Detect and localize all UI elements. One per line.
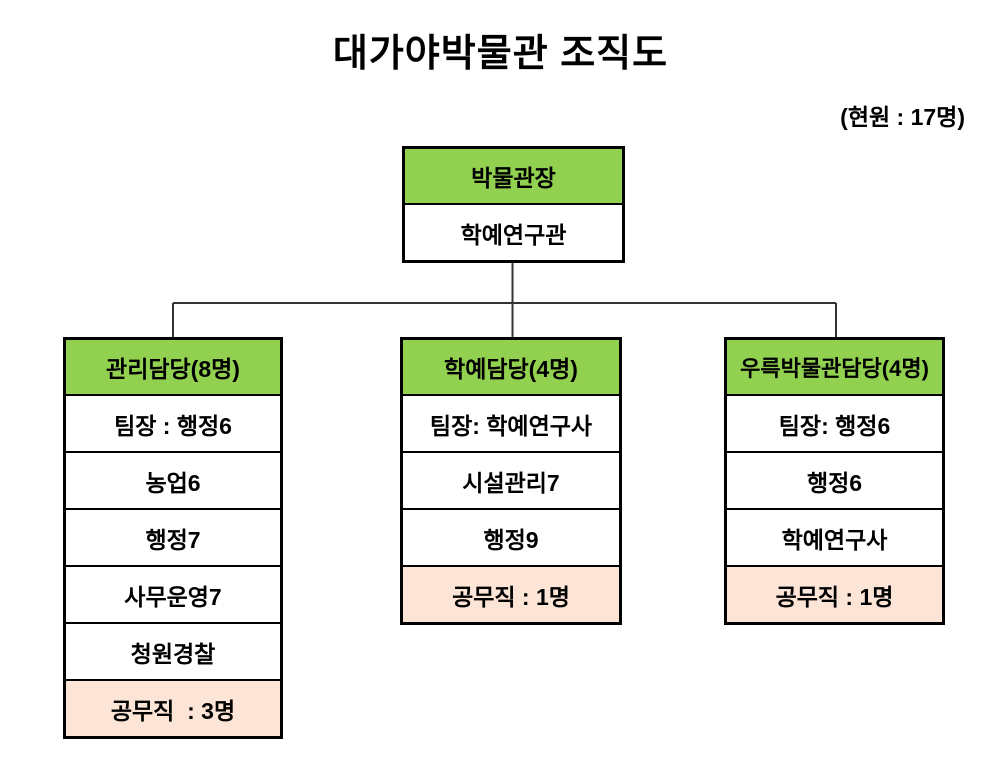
- connector-path: [172, 259, 837, 338]
- page-title: 대가야박물관 조직도: [332, 33, 669, 75]
- org-box-curation-team: 학예담당(4명) 팀장: 학예연구사 시설관리7 행정9 공무직 : 1명: [400, 337, 622, 625]
- dept-row-public-workers: 공무직 : 1명: [727, 567, 942, 622]
- dept-row-public-workers: 공무직 : 1명: [403, 567, 619, 622]
- dept-row: 행정7: [66, 510, 280, 567]
- dept-row: 학예연구사: [727, 510, 942, 567]
- director-header: 박물관장: [405, 149, 622, 205]
- org-box-director: 박물관장 학예연구관: [402, 146, 625, 263]
- dept-row: 청원경찰: [66, 624, 280, 681]
- org-box-management-team: 관리담당(8명) 팀장 : 행정6 농업6 행정7 사무운영7 청원경찰 공무직…: [63, 337, 283, 739]
- dept-row: 팀장: 행정6: [727, 396, 942, 453]
- dept-row: 팀장 : 행정6: [66, 396, 280, 453]
- org-box-ureuk-museum-team: 우륵박물관담당(4명) 팀장: 행정6 행정6 학예연구사 공무직 : 1명: [724, 337, 945, 625]
- dept-row: 행정9: [403, 510, 619, 567]
- dept-row: 시설관리7: [403, 453, 619, 510]
- dept-row: 행정6: [727, 453, 942, 510]
- headcount-note: (현원 : 17명): [840, 104, 965, 130]
- dept-row: 사무운영7: [66, 567, 280, 624]
- dept-row-public-workers: 공무직 : 3명: [66, 681, 280, 736]
- dept-row: 농업6: [66, 453, 280, 510]
- dept-header: 학예담당(4명): [403, 340, 619, 396]
- dept-header: 관리담당(8명): [66, 340, 280, 396]
- dept-header: 우륵박물관담당(4명): [727, 340, 942, 396]
- director-row: 학예연구관: [405, 205, 622, 260]
- dept-row: 팀장: 학예연구사: [403, 396, 619, 453]
